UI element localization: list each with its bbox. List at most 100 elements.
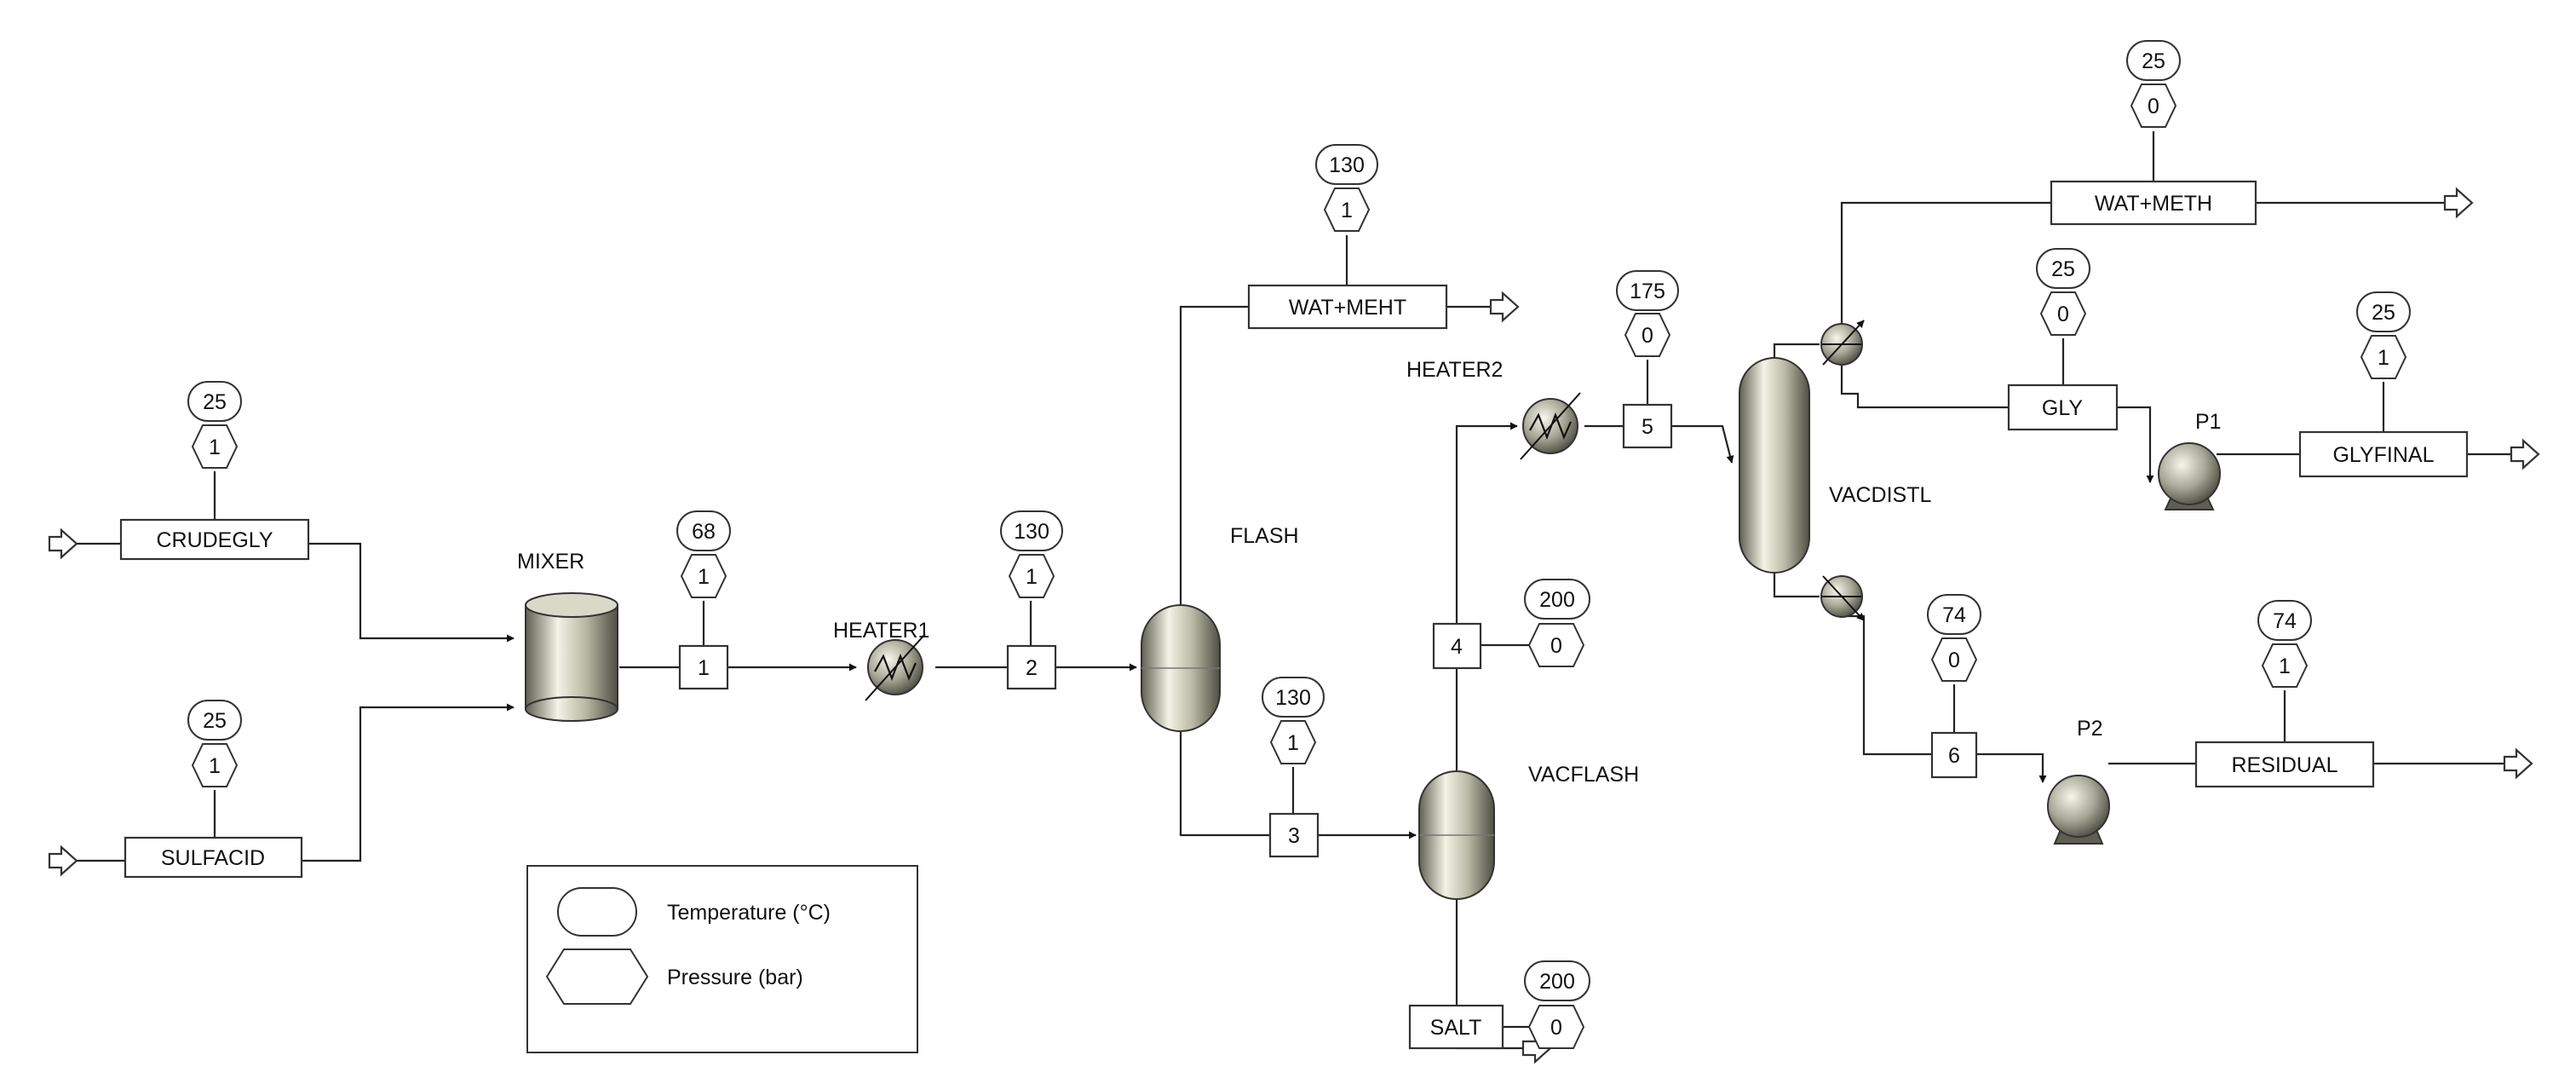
conditions-watmeht: 130 1: [1315, 144, 1378, 232]
stream-4[interactable]: 4: [1432, 622, 1482, 670]
stream-1[interactable]: 1: [678, 644, 729, 690]
pressure-tag: [1008, 554, 1055, 598]
legend-temperature-label: Temperature (°C): [667, 901, 831, 925]
heater2-label: HEATER2: [1406, 358, 1503, 382]
temperature-value: 25: [203, 709, 227, 733]
line-vacflash-to-heater2: [1455, 422, 1518, 776]
stream-box: [2194, 741, 2375, 788]
temperature-value: 68: [692, 520, 716, 544]
mixer-vessel-top: [525, 592, 618, 618]
p1-pump-icon: [2158, 442, 2221, 505]
pressure-value: 1: [1026, 565, 1038, 589]
stream-salt[interactable]: SALT: [1408, 1004, 1504, 1050]
temperature-value: 200: [1539, 970, 1575, 994]
stream-label: 3: [1288, 824, 1300, 848]
pump-p1[interactable]: P1: [2158, 410, 2222, 510]
temperature-value: 130: [1275, 686, 1311, 710]
mixer-vessel-body: [525, 604, 618, 710]
temperature-tag: [187, 381, 242, 422]
product-arrow-watmeth: [2443, 187, 2474, 219]
temperature-value: 25: [2372, 301, 2395, 325]
pressure-value: 0: [1642, 324, 1653, 348]
stream-gly[interactable]: GLY: [2007, 383, 2119, 431]
heater1-unit[interactable]: HEATER1: [833, 619, 929, 701]
temperature-tag: [1616, 270, 1679, 311]
stream-label: RESIDUAL: [2231, 753, 2337, 777]
stream-2[interactable]: 2: [1006, 644, 1057, 690]
mixer-vessel-bottom: [525, 696, 618, 722]
pressure-tag: [2261, 643, 2309, 688]
stream-label: WAT+METH: [2095, 192, 2212, 216]
temperature-value: 25: [2051, 257, 2075, 281]
legend-pressure-label: Pressure (bar): [667, 966, 803, 989]
p1-label: P1: [2195, 410, 2222, 434]
mixer-label: MIXER: [517, 550, 584, 574]
stream-label: CRUDEGLY: [156, 528, 273, 552]
stream-watmeth[interactable]: WAT+METH: [2050, 180, 2257, 226]
conditions-watmeth: 25 0: [2126, 40, 2181, 128]
feed-arrow-sulfacid: [48, 845, 78, 877]
pressure-value: 1: [2378, 346, 2389, 370]
line-crudegly-to-mixer: [308, 542, 515, 643]
vacflash-unit[interactable]: VACFLASH: [1418, 763, 1639, 900]
stream-3[interactable]: 3: [1268, 812, 1320, 858]
stream-box: [2050, 180, 2257, 226]
pressure-tag: [1624, 313, 1671, 357]
line-sulfacid-to-mixer: [302, 703, 515, 862]
pressure-value: 0: [1948, 649, 1960, 672]
conditions-residual: 74 1: [2257, 600, 2312, 688]
temperature-tag: [676, 510, 731, 551]
heater2-unit[interactable]: HEATER2: [1406, 358, 1581, 460]
pump-p2[interactable]: P2: [2047, 717, 2110, 845]
stream-sulfacid[interactable]: SULFACID: [124, 836, 303, 879]
stream-residual[interactable]: RESIDUAL: [2194, 741, 2375, 788]
stream-box: [119, 518, 310, 561]
stream-watmeht[interactable]: WAT+MEHT: [1247, 284, 1448, 330]
conditions-5: 175 0: [1616, 270, 1679, 357]
pressure-tag: [1527, 623, 1585, 667]
mixer-unit[interactable]: MIXER: [517, 550, 618, 722]
temperature-tag: [1262, 677, 1325, 718]
temperature-tag: [2356, 291, 2411, 332]
temperature-value: 25: [2142, 49, 2165, 73]
feed-arrow-crudegly: [48, 528, 78, 560]
pressure-value: 0: [1550, 1016, 1562, 1040]
vacflash-label: VACFLASH: [1528, 763, 1639, 787]
stream-crudegly[interactable]: CRUDEGLY: [119, 518, 310, 561]
temperature-tag: [2257, 600, 2312, 641]
temperature-tag: [1315, 144, 1378, 185]
p2-label: P2: [2077, 717, 2103, 741]
stream-label: WAT+MEHT: [1289, 296, 1406, 320]
temperature-tag: [1000, 510, 1063, 551]
pressure-value: 1: [698, 565, 710, 589]
stream-box: [1930, 731, 1978, 779]
vacdistl-unit[interactable]: VACDISTL: [1739, 320, 1931, 621]
stream-label: 6: [1948, 744, 1960, 768]
line-flash-vapor: [1179, 305, 1249, 612]
pressure-value: 1: [1287, 731, 1299, 755]
heater1-slash: [865, 633, 926, 701]
temperature-tag: [2036, 248, 2090, 289]
line-column-bottom: [1773, 567, 1820, 598]
product-arrow-glyfinal: [2510, 438, 2540, 470]
stream-5[interactable]: 5: [1622, 403, 1673, 449]
line-reboiler-to-6: [1840, 614, 1932, 756]
flash-unit[interactable]: FLASH: [1141, 524, 1299, 732]
legend-temperature-symbol: [557, 887, 637, 937]
stream-glyfinal[interactable]: GLYFINAL: [2298, 430, 2469, 478]
temperature-value: 130: [1014, 520, 1049, 544]
pressure-value: 1: [209, 754, 221, 778]
heater2-slash: [1520, 392, 1581, 460]
stream-box: [1247, 284, 1448, 330]
stream-box: [678, 644, 729, 690]
temperature-value: 175: [1630, 280, 1665, 303]
conditions-sulfacid: 25 1: [187, 700, 242, 787]
stream-6[interactable]: 6: [1930, 731, 1978, 779]
temperature-tag: [1524, 579, 1590, 620]
conditions-glyfinal: 25 1: [2356, 291, 2411, 379]
pressure-value: 1: [1341, 199, 1353, 222]
stream-box: [1268, 812, 1320, 858]
pressure-tag: [2130, 84, 2177, 128]
pressure-value: 0: [2057, 303, 2069, 326]
